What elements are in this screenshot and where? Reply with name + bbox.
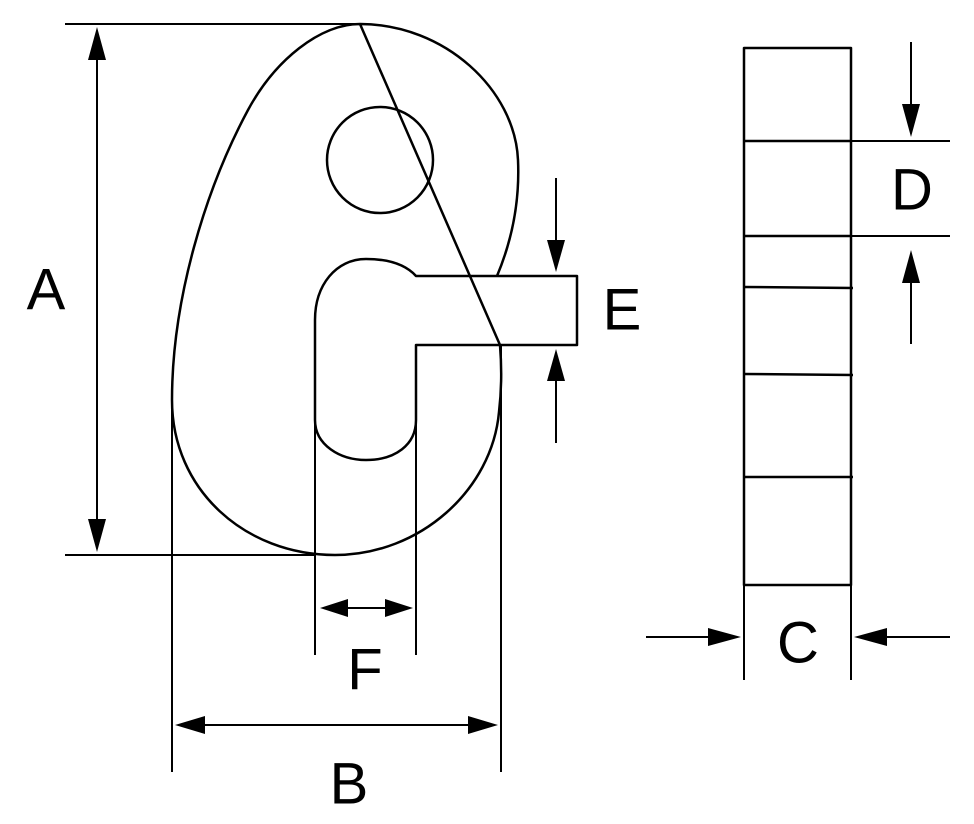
dim-d-arrow-up-icon bbox=[902, 250, 920, 283]
dim-a-arrow-down-icon bbox=[88, 519, 106, 552]
hook-slot-and-tab bbox=[313, 257, 579, 462]
dim-e-arrow-down-icon bbox=[547, 240, 565, 272]
dim-c-arrow-left-icon bbox=[854, 628, 887, 646]
dim-b-label: B bbox=[330, 752, 369, 817]
dim-f-arrow-left-icon bbox=[320, 599, 348, 617]
dim-b-arrow-left-icon bbox=[175, 716, 205, 734]
eye-hole bbox=[325, 105, 435, 215]
side-segment-line bbox=[743, 285, 854, 290]
dim-a-arrow-up-icon bbox=[88, 27, 106, 60]
dim-f-label: F bbox=[347, 638, 382, 703]
dim-c-label: C bbox=[777, 611, 819, 676]
dim-c-arrow-right-icon bbox=[708, 628, 741, 646]
side-view: D C bbox=[646, 42, 950, 680]
dim-e-label: E bbox=[603, 278, 642, 343]
dim-b-arrow-right-icon bbox=[468, 716, 498, 734]
dim-a-label: A bbox=[27, 258, 66, 323]
front-view: A B F E bbox=[27, 22, 642, 817]
hook-outer-outline bbox=[170, 22, 520, 557]
dim-e-arrow-up-icon bbox=[547, 349, 565, 381]
side-view-body bbox=[742, 46, 853, 587]
dim-d-arrow-down-icon bbox=[902, 104, 920, 137]
dim-d-label: D bbox=[891, 158, 933, 223]
dim-f-arrow-right-icon bbox=[385, 599, 413, 617]
side-segment-line bbox=[743, 372, 854, 377]
